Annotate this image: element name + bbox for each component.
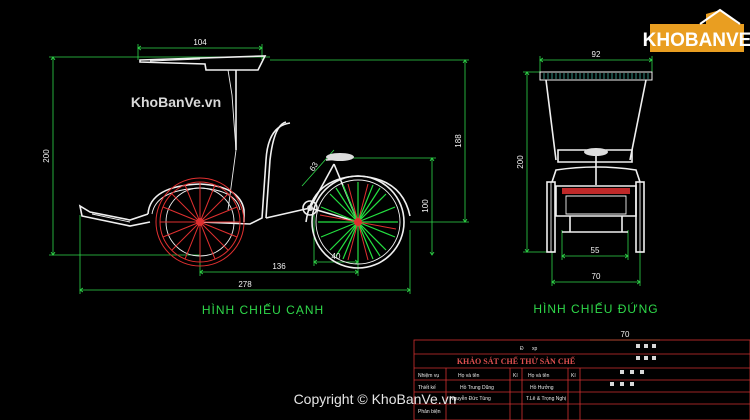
dim-rear-height: 100 [421, 199, 430, 213]
dim-wheelbase: 136 [272, 262, 286, 271]
tb-col-header-2: Kí [513, 373, 518, 379]
side-view: 104 200 188 63 100 136 40 278 HÌNH CHIẾU… [42, 38, 469, 317]
canopy [139, 55, 267, 211]
dim-overall-height: 200 [42, 149, 51, 163]
bicycle-frame [78, 121, 359, 227]
title-block-main-title: KHẢO SÁT CHẾ THỬ SẢN CHẾ [457, 356, 575, 366]
front-view-dimensions [523, 56, 652, 286]
front-view: 92 200 55 70 HÌNH CHIẾU ĐỨNG [516, 50, 658, 316]
logo-text: KHOBANVE [643, 30, 750, 51]
tb-name-left-2: Nguyễn Đức Tùng [450, 395, 491, 402]
watermark-text: KhoBanVe.vn [131, 94, 221, 110]
tb-col-header-4: Kí [571, 373, 576, 379]
title-block-mark-sub: xp [532, 346, 538, 352]
dim-canopy-height: 188 [454, 134, 463, 148]
title-block: 70 Đ xp KHẢO SÁT CHẾ THỬ SẢN CHẾ Nhiệm v… [413, 330, 750, 420]
tb-col-header-3: Họ và tên [528, 373, 550, 379]
title-block-top-dim: 70 [621, 330, 630, 339]
dim-front-height: 200 [516, 155, 525, 169]
tb-col-header-1: Họ và tên [458, 373, 480, 379]
tb-name-left-1: Hồ Trung Dũng [460, 385, 494, 391]
tb-row-label-4: Phản biện [418, 409, 441, 415]
dim-top-width: 104 [193, 38, 207, 47]
rear-wheel [305, 175, 411, 269]
front-view-title: HÌNH CHIẾU ĐỨNG [533, 301, 658, 316]
front-wheel [155, 177, 245, 267]
dim-base-width: 70 [592, 272, 601, 281]
dim-axle-width: 55 [591, 246, 600, 255]
front-body [546, 148, 645, 253]
dim-canopy-width: 92 [592, 50, 601, 59]
logo: KHOBANVE [643, 8, 750, 52]
side-view-title: HÌNH CHIẾU CẠNH [202, 302, 324, 317]
side-view-dimensions [49, 44, 469, 294]
dim-seat-angle: 63 [308, 160, 321, 173]
copyright-text: Copyright © KhoBanVe.vn [294, 391, 457, 407]
tb-row-label-2: Thiết kế [418, 385, 436, 391]
tb-name-right-2: T.Lê & Trọng Nghị [526, 396, 566, 402]
front-canopy [539, 71, 653, 161]
tb-name-right-1: Hồ Hưởng [530, 384, 554, 391]
dim-hub: 40 [332, 252, 341, 261]
title-block-mark: Đ [520, 346, 524, 352]
tb-row-label-1: Nhiệm vụ [418, 373, 439, 379]
dim-overall-length: 278 [238, 280, 252, 289]
seat [326, 153, 354, 161]
